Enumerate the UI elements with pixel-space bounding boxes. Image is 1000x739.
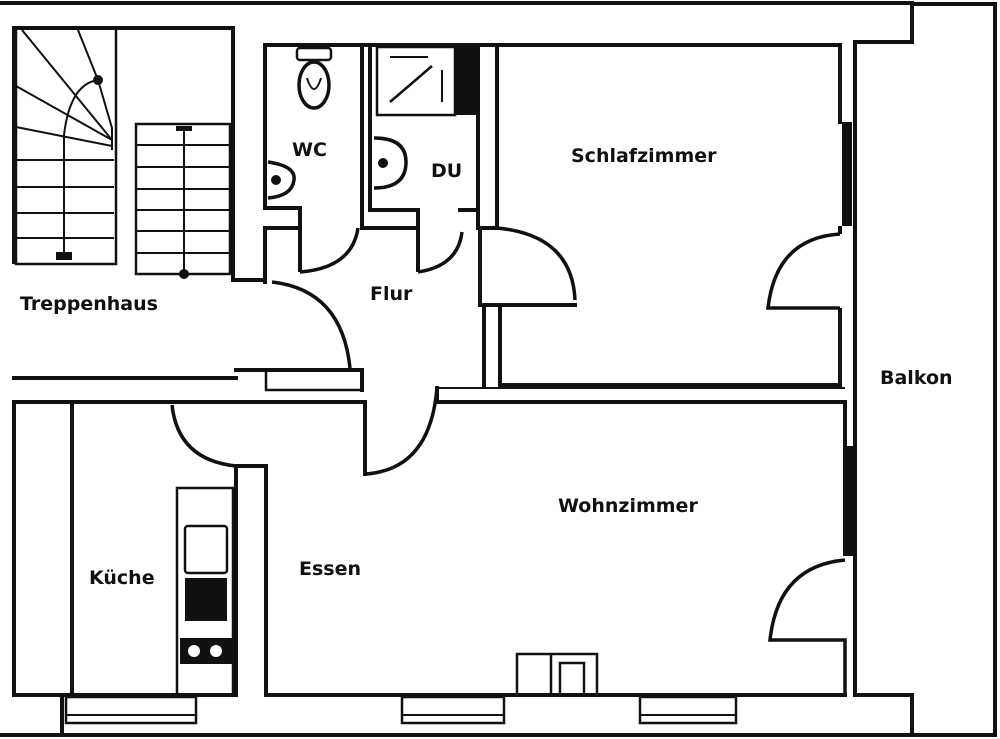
shower-icon (375, 45, 477, 117)
chimney-icon (515, 652, 599, 697)
fridge-icon (183, 524, 229, 575)
wc-sink-icon (267, 160, 296, 200)
room-label-wohnzimmer: Wohnzimmer (558, 495, 698, 517)
room-label-flur: Flur (370, 283, 413, 305)
room-label-schlafzimmer: Schlafzimmer (571, 145, 717, 167)
room-label-wc: WC (292, 139, 327, 161)
bathroom-walls (263, 43, 499, 284)
stairwell (12, 26, 267, 380)
toilet-icon (295, 46, 333, 110)
straight-staircase-icon (134, 122, 232, 279)
du-sink-icon (373, 136, 408, 190)
winding-staircase-icon (14, 26, 118, 266)
oven-icon (185, 578, 227, 621)
bedroom-walls (478, 43, 852, 387)
living-walls (264, 400, 855, 725)
room-label-treppenhaus: Treppenhaus (20, 293, 158, 315)
room-label-essen: Essen (299, 558, 362, 580)
room-label-du: DU (431, 160, 463, 182)
room-label-balkon: Balkon (880, 367, 953, 389)
kitchen-units (175, 486, 235, 697)
hob-icon (180, 638, 232, 664)
room-label-kueche: Küche (89, 567, 155, 589)
